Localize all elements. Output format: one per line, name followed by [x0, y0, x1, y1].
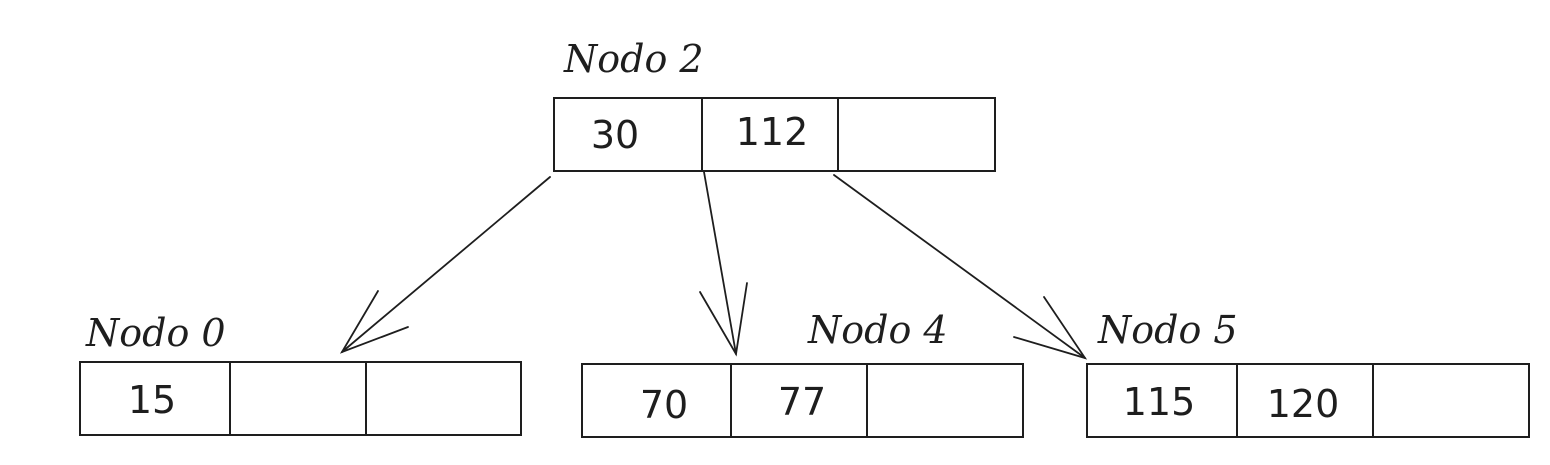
node-title: Nodo 0	[85, 311, 226, 355]
key-value: 120	[1267, 382, 1340, 426]
key-cell	[365, 361, 522, 436]
arrow-head	[699, 282, 748, 357]
edge-nodo-2-to-nodo-5	[833, 174, 1088, 360]
key-value: 70	[640, 383, 688, 427]
node-nodo-2: Nodo 2 30 112	[553, 37, 996, 172]
edge-line	[833, 174, 1086, 359]
key-value: 112	[736, 110, 809, 154]
node-title: Nodo 5	[1097, 308, 1238, 352]
edge-line	[703, 171, 737, 355]
key-cell	[837, 97, 996, 172]
node-nodo-0: Nodo 0 15	[79, 311, 522, 436]
key-cell	[866, 363, 1024, 438]
key-cell	[1372, 363, 1530, 438]
key-value: 30	[591, 113, 639, 157]
key-cell	[229, 361, 367, 436]
key-value: 77	[778, 380, 826, 424]
key-value: 15	[128, 378, 176, 422]
node-nodo-4: Nodo 4 70 77	[581, 308, 1024, 438]
edge-nodo-2-to-nodo-4	[699, 171, 748, 357]
edge-line	[341, 176, 551, 353]
node-title: Nodo 4	[807, 308, 948, 352]
arrow-head	[1013, 296, 1088, 360]
key-value: 115	[1123, 380, 1196, 424]
node-title: Nodo 2	[563, 37, 704, 81]
edge-nodo-2-to-nodo-0	[339, 176, 551, 354]
arrow-head	[339, 290, 409, 354]
node-nodo-5: Nodo 5 115 120	[1086, 308, 1530, 438]
